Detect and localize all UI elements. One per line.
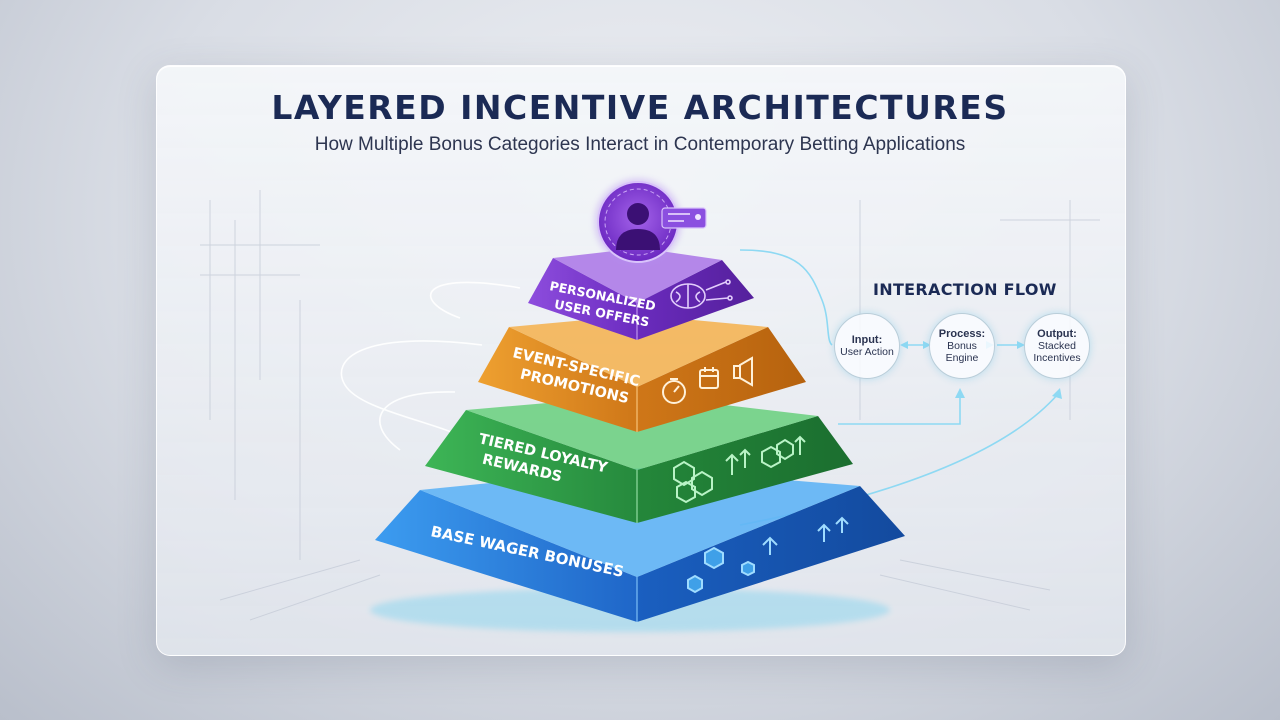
- flow-node-input: Input: User Action: [834, 313, 900, 379]
- base-layer-icons: [687, 516, 849, 594]
- layer-event-specific-promotions: [478, 315, 806, 432]
- user-profile-icon: [594, 178, 707, 266]
- loyalty-layer-icons: [673, 435, 806, 504]
- connector-lines-left: [340, 281, 521, 451]
- flow-node-output-body: Stacked Incentives: [1033, 340, 1081, 364]
- flow-node-process-head: Process:: [938, 328, 986, 340]
- background-grid: [200, 190, 1100, 621]
- event-layer-icons: [662, 356, 753, 404]
- flow-node-input-body: User Action: [840, 346, 894, 358]
- flow-node-output-head: Output:: [1037, 328, 1077, 340]
- layer-label-personalized: PERSONALIZED USER OFFERS: [545, 278, 661, 331]
- layer-personalized-user-offers: [528, 248, 754, 340]
- flow-node-input-head: Input:: [851, 334, 883, 346]
- brain-circuit-icon: [670, 279, 733, 309]
- interaction-flow-title: INTERACTION FLOW: [873, 280, 1057, 299]
- flow-node-process-body: Bonus Engine: [945, 340, 979, 364]
- page-subtitle: How Multiple Bonus Categories Interact i…: [314, 134, 966, 155]
- page-title: LAYERED INCENTIVE ARCHITECTURES: [271, 88, 1009, 127]
- flow-node-output: Output: Stacked Incentives: [1024, 313, 1090, 379]
- flow-node-process: Process: Bonus Engine: [929, 313, 995, 379]
